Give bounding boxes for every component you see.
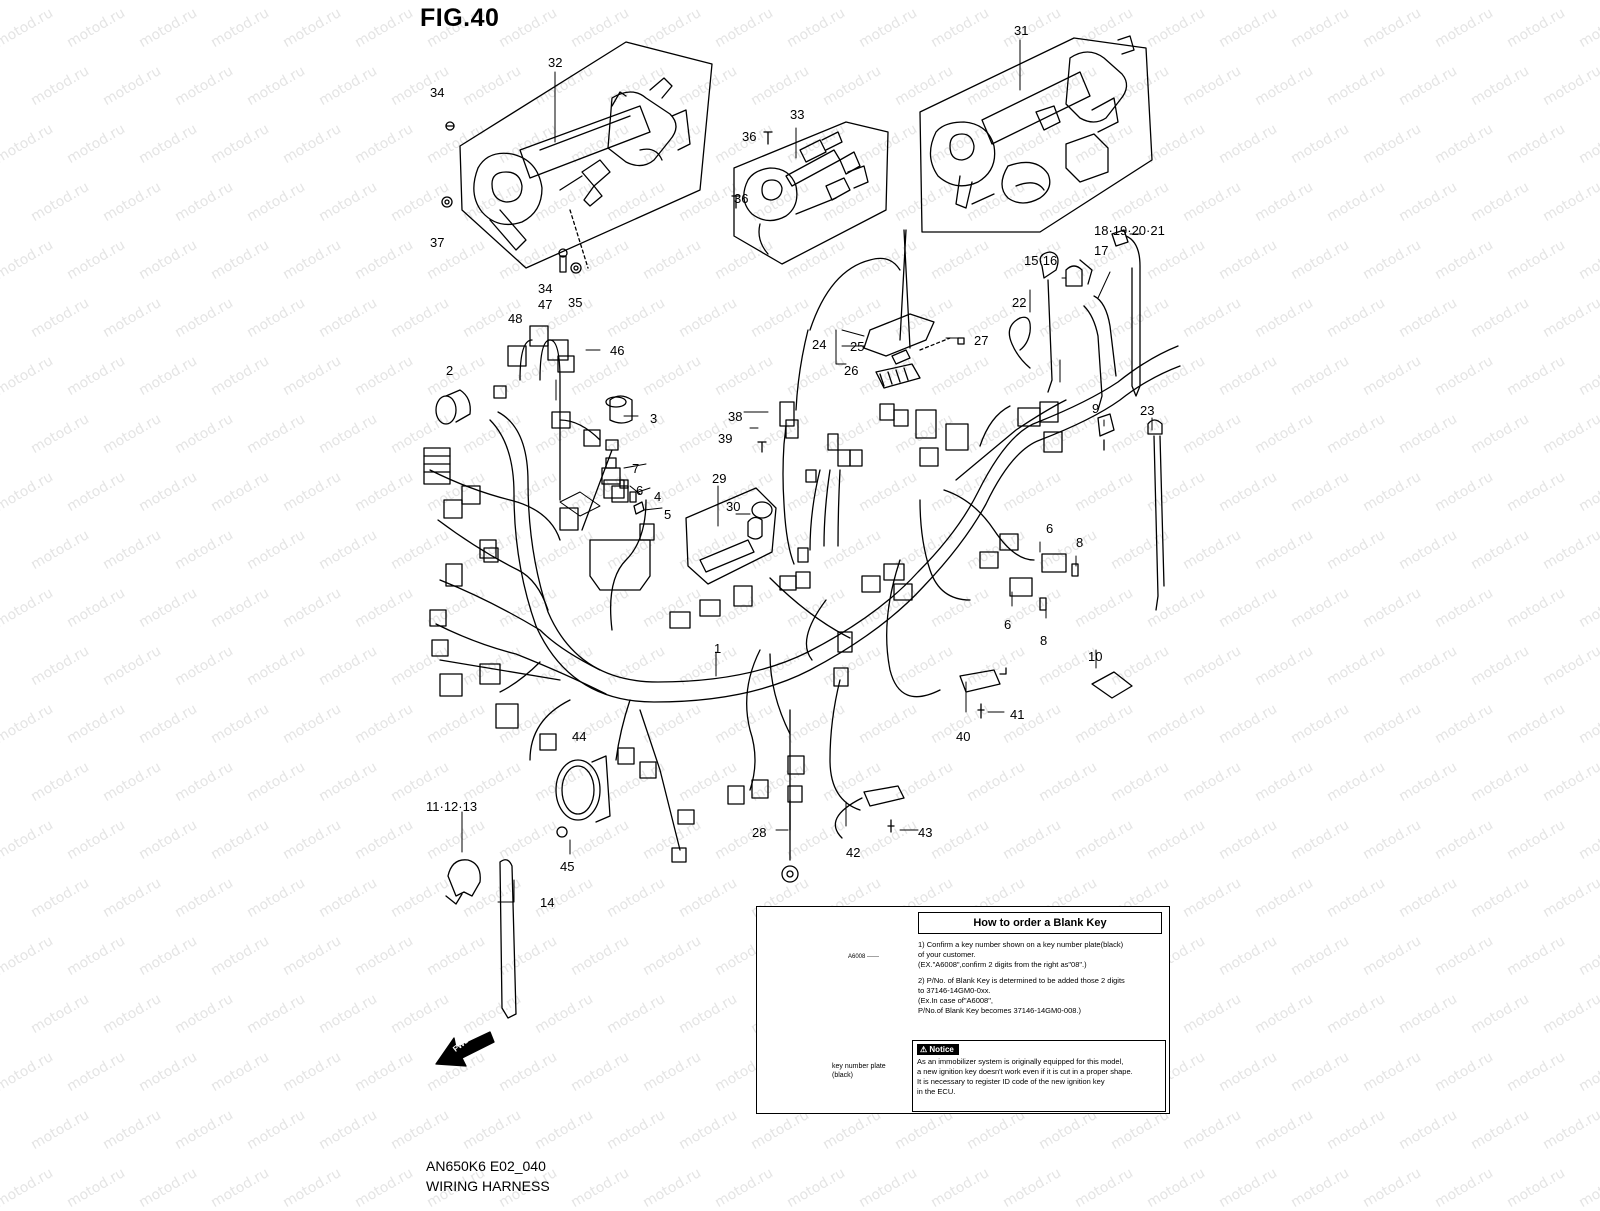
ignition-switch-set-32 (459, 41, 713, 269)
callout-label: 47 (538, 297, 553, 312)
small-parts (441, 121, 773, 274)
sensor-38 (757, 401, 795, 565)
note-body: 1) Confirm a key number shown on a key n… (918, 940, 1164, 1022)
callout-label: 1 (714, 641, 722, 656)
figure-code: AN650K6 E02_040 (426, 1158, 546, 1174)
horn-44 (555, 755, 611, 838)
callout-label: 34 (430, 85, 445, 100)
callout-label: 22 (1012, 295, 1027, 310)
step1-line3: (EX."A6008",confirm 2 digits from the ri… (918, 960, 1087, 969)
warning-icon: ⚠ (920, 1045, 930, 1054)
pad-10 (1091, 671, 1133, 699)
callout-label: 43 (918, 825, 933, 840)
figure-name: WIRING HARNESS (426, 1178, 550, 1194)
callout-label: 29 (712, 471, 727, 486)
leader-lines (461, 39, 1153, 903)
notice-line4: in the ECU. (917, 1087, 956, 1096)
caps-2-3 (435, 389, 633, 425)
step2-line1: 2) P/No. of Blank Key is determined to b… (918, 976, 1125, 985)
callout-label: 8 (1076, 535, 1084, 550)
note-title: How to order a Blank Key (918, 912, 1162, 934)
notice-label: Notice (929, 1045, 954, 1054)
callout-label: 35 (568, 295, 583, 310)
callout-label: 37 (430, 235, 445, 250)
clamps-and-bands (1008, 229, 1165, 611)
callout-label: 42 (846, 845, 861, 860)
callout-label: 23 (1140, 403, 1155, 418)
callout-label: 25 (850, 339, 865, 354)
callout-label: 40 (956, 729, 971, 744)
clamp-11-14 (445, 859, 517, 1019)
harness-connectors (423, 325, 1079, 863)
callout-label: 36 (742, 129, 757, 144)
key-plate-label-line2: (black) (832, 1072, 854, 1079)
step2-line4: P/No.of Blank Key becomes 37146-14GM0-00… (918, 1006, 1082, 1015)
callout-label: 27 (974, 333, 989, 348)
callout-label: 32 (548, 55, 563, 70)
callout-label: 3 (650, 411, 658, 426)
step2-line3: (Ex.In case of"A6008", (918, 996, 993, 1005)
notice-line1: As an immobilizer system is originally e… (917, 1057, 1124, 1066)
notice-line3: It is necessary to register ID code of t… (917, 1077, 1105, 1086)
key-plate-label-line1: key number plate (832, 1063, 886, 1070)
callout-label: 31 (1014, 23, 1029, 38)
bracket-40 (959, 667, 1007, 719)
bracket-24-27 (863, 229, 965, 389)
step1-line1: 1) Confirm a key number shown on a key n… (918, 940, 1124, 949)
callout-label: 26 (844, 363, 859, 378)
figure-title: FIG.40 (420, 4, 500, 32)
callout-label: 9 (1092, 401, 1100, 416)
notice-line2: a new ignition key doesn't work even if … (917, 1067, 1133, 1076)
callout-label: 28 (752, 825, 767, 840)
ground-wire-28 (781, 799, 799, 883)
sensor-42 (834, 785, 905, 839)
callout-label: 46 (610, 343, 625, 358)
callout-label: 5 (664, 507, 672, 522)
callout-label: 38 (728, 409, 743, 424)
callout-label: 8 (1040, 633, 1048, 648)
callout-label: 45 (560, 859, 575, 874)
main-harness-1 (429, 257, 1181, 851)
callout-label: 33 (790, 107, 805, 122)
callout-label: 36 (734, 191, 749, 206)
parts-box-29-30 (685, 487, 777, 585)
callout-label: 15·16 (1024, 253, 1058, 268)
fwd-arrow (435, 1031, 495, 1067)
notice-box: ⚠ Notice As an immobilizer system is ori… (912, 1040, 1166, 1112)
key-tag-text: A6008 ------ (848, 954, 880, 960)
callout-label: 6 (636, 483, 644, 498)
step1-line2: of your customer. (918, 950, 976, 959)
notice-text: As an immobilizer system is originally e… (917, 1057, 1161, 1097)
callout-label: 10 (1088, 649, 1103, 664)
callout-label: 14 (540, 895, 555, 910)
callout-label: 41 (1010, 707, 1025, 722)
callout-label: 44 (572, 729, 587, 744)
callout-label: 24 (812, 337, 827, 352)
callout-label: 7 (632, 461, 640, 476)
callout-label: 48 (508, 311, 523, 326)
callout-label: 2 (446, 363, 454, 378)
callout-label: 6 (1046, 521, 1054, 536)
callout-label: 34 (538, 281, 553, 296)
callout-label: 11·12·13 (426, 799, 478, 814)
callout-label: 17 (1094, 243, 1109, 258)
lock-set-33 (733, 121, 889, 265)
callout-label: 6 (1004, 617, 1012, 632)
callout-label: 18·19·20·21 (1094, 223, 1165, 238)
callout-label: 4 (654, 489, 662, 504)
step2-line2: to 37146-14GM0-0xx. (918, 986, 991, 995)
notice-badge: ⚠ Notice (917, 1044, 959, 1055)
callout-label: 30 (726, 499, 741, 514)
callout-label: 39 (718, 431, 733, 446)
lock-set-31 (919, 35, 1153, 233)
key-plate-label: key number plate (black) (832, 1062, 912, 1080)
